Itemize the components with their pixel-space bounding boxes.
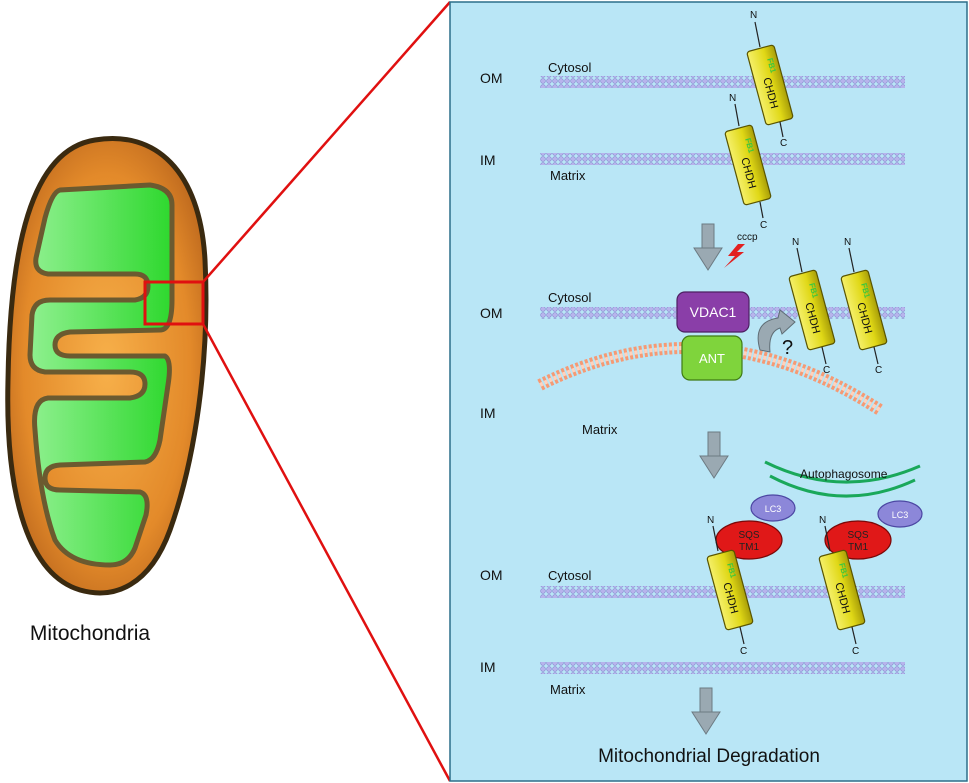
n-terminus-line — [754, 21, 761, 48]
n-terminus-line — [712, 525, 719, 552]
fb1-tag: FB1 — [743, 137, 756, 154]
question-mark: ? — [782, 337, 793, 359]
stage1-chdh-protein-bottom: FB1 CHDH — [724, 124, 772, 206]
c-terminus-label: C — [875, 365, 882, 376]
c-terminus-line — [821, 346, 827, 365]
stage1-chdh-protein-top: FB1 CHDH — [746, 44, 794, 126]
n-terminus-line — [824, 525, 831, 552]
n-terminus-line — [848, 247, 855, 273]
mitochondrion-illustration — [5, 136, 209, 596]
vdac1-label: VDAC1 — [690, 304, 737, 320]
cccp-label: cccp — [737, 232, 758, 243]
lc3-b-label: LC3 — [892, 510, 909, 520]
sqstm1-b-label-1: SQS — [847, 530, 868, 541]
n-terminus-line — [734, 103, 740, 127]
zoom-line-bottom — [201, 323, 452, 782]
stage2-matrix-label: Matrix — [582, 422, 618, 437]
c-terminus-label: C — [760, 220, 767, 231]
mitochondrial-degradation-label: Mitochondrial Degradation — [598, 746, 820, 767]
c-terminus-line — [739, 626, 745, 645]
stage2-chdh-protein-b: FB1 CHDH — [840, 269, 888, 351]
n-terminus-label: N — [707, 515, 714, 526]
stage1-matrix-label: Matrix — [550, 168, 586, 183]
stage3-matrix-label: Matrix — [550, 682, 586, 697]
detail-panel — [449, 1, 968, 782]
c-terminus-line — [779, 121, 784, 138]
stage3-chdh-protein-b: FB1 CHDH — [818, 549, 866, 631]
stage3-cytosol-label: Cytosol — [548, 568, 591, 583]
mitochondria-label: Mitochondria — [30, 622, 151, 645]
c-terminus-label: C — [740, 646, 747, 657]
stage3-im-label: IM — [480, 659, 496, 675]
fb1-tag: FB1 — [725, 562, 738, 579]
c-terminus-label: C — [823, 365, 830, 376]
vdac1-box — [676, 291, 750, 333]
stage2-om-label: OM — [480, 305, 503, 321]
fb1-tag: FB1 — [859, 282, 872, 299]
sqstm1-a-label-2: TM1 — [739, 542, 759, 553]
stage2-cytosol-label: Cytosol — [548, 290, 591, 305]
zoom-box — [143, 280, 205, 326]
stage2-im-label: IM — [480, 405, 496, 421]
stage1-cytosol-label: Cytosol — [548, 60, 591, 75]
sqstm1-a-label-1: SQS — [738, 530, 759, 541]
stage1-outer-membrane — [540, 76, 905, 88]
stage1-om-label: OM — [480, 70, 503, 86]
lc3-a-label: LC3 — [765, 504, 782, 514]
fb1-tag: FB1 — [837, 562, 850, 579]
stage1-inner-membrane — [540, 153, 905, 165]
lc3-b — [877, 500, 923, 528]
stage2-group: OM Cytosol IM Matrix VDAC1 ANT ? FB1 CHD… — [480, 237, 905, 437]
n-terminus-label: N — [729, 93, 736, 104]
c-terminus-line — [851, 626, 857, 645]
stage2-chdh-protein-a: FB1 CHDH — [788, 269, 836, 351]
lc3-a — [750, 494, 796, 522]
lightning-icon — [724, 244, 745, 268]
stage3-group: Autophagosome LC3 LC3 SQS TM1 SQS TM1 OM… — [480, 460, 923, 697]
n-terminus-label: N — [819, 515, 826, 526]
stage1-im-label: IM — [480, 152, 496, 168]
c-terminus-line — [873, 346, 879, 365]
stage3-chdh-protein-a: FB1 CHDH — [706, 549, 754, 631]
fb1-tag: FB1 — [807, 282, 820, 299]
n-terminus-line — [796, 247, 803, 273]
autophagosome-membrane-outer — [764, 460, 921, 484]
c-terminus-label: C — [780, 138, 787, 149]
arrow-1 — [693, 223, 723, 271]
ant-label: ANT — [699, 351, 725, 366]
arrow-2 — [699, 431, 729, 479]
zoom-line-top — [202, 1, 451, 283]
sqstm1-b-label-2: TM1 — [848, 542, 868, 553]
fb1-tag: FB1 — [765, 57, 778, 74]
n-terminus-label: N — [844, 237, 851, 248]
arrow-3 — [691, 687, 721, 735]
autophagosome-label: Autophagosome — [800, 467, 888, 481]
c-terminus-label: C — [852, 646, 859, 657]
sqstm1-b — [824, 520, 892, 560]
stage3-inner-membrane — [540, 662, 905, 674]
n-terminus-label: N — [750, 10, 757, 21]
stage3-om-label: OM — [480, 567, 503, 583]
stage1-group: OM Cytosol IM Matrix FB1 CHDH N C FB1 CH… — [480, 10, 905, 231]
n-terminus-label: N — [792, 237, 799, 248]
translocation-arrow — [757, 309, 796, 353]
autophagosome-membrane-inner — [769, 474, 916, 498]
c-terminus-line — [759, 201, 764, 219]
ant-box — [681, 335, 743, 381]
